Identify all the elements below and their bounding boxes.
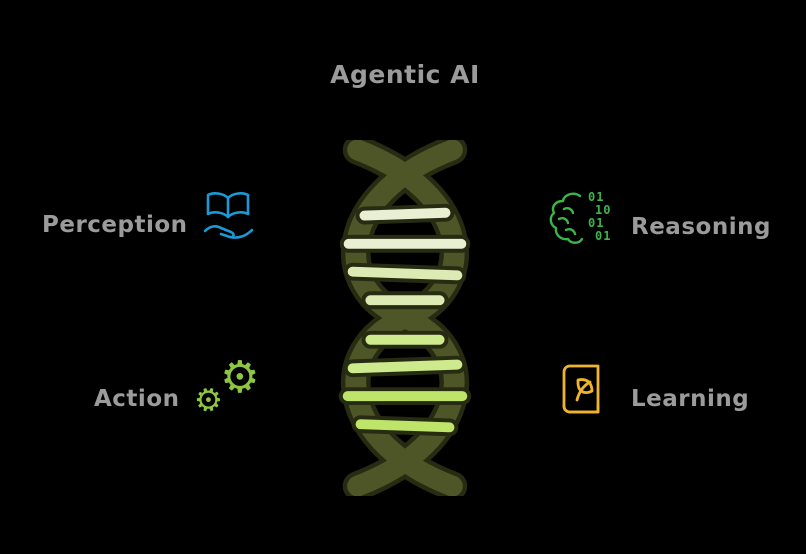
brain-outline-svg — [549, 192, 584, 244]
gear-large-icon: ⚙ — [220, 352, 260, 403]
binary-row: 01 — [595, 229, 612, 243]
binary-digits: 01 10 01 01 — [588, 191, 611, 243]
book-leaf-svg — [562, 364, 600, 414]
gears-icon: ⚙ ⚙ — [189, 352, 274, 436]
binary-row: 10 — [595, 203, 612, 217]
binary-row: 01 — [588, 216, 605, 230]
book-leaf-icon — [553, 360, 609, 422]
dna-helix-icon — [293, 140, 517, 496]
brain-binary-icon: 01 10 01 01 — [548, 188, 611, 246]
gear-small-icon: ⚙ — [188, 377, 228, 423]
action-label: Action — [94, 386, 180, 412]
book-over-hand-svg — [203, 192, 254, 239]
binary-row: 01 — [588, 190, 605, 204]
page-title: Agentic AI — [330, 60, 480, 89]
book-over-hand-icon — [198, 186, 258, 248]
dna-helix-svg — [338, 140, 472, 496]
learning-label: Learning — [631, 386, 750, 412]
reasoning-label: Reasoning — [631, 214, 771, 240]
perception-label: Perception — [42, 212, 188, 238]
